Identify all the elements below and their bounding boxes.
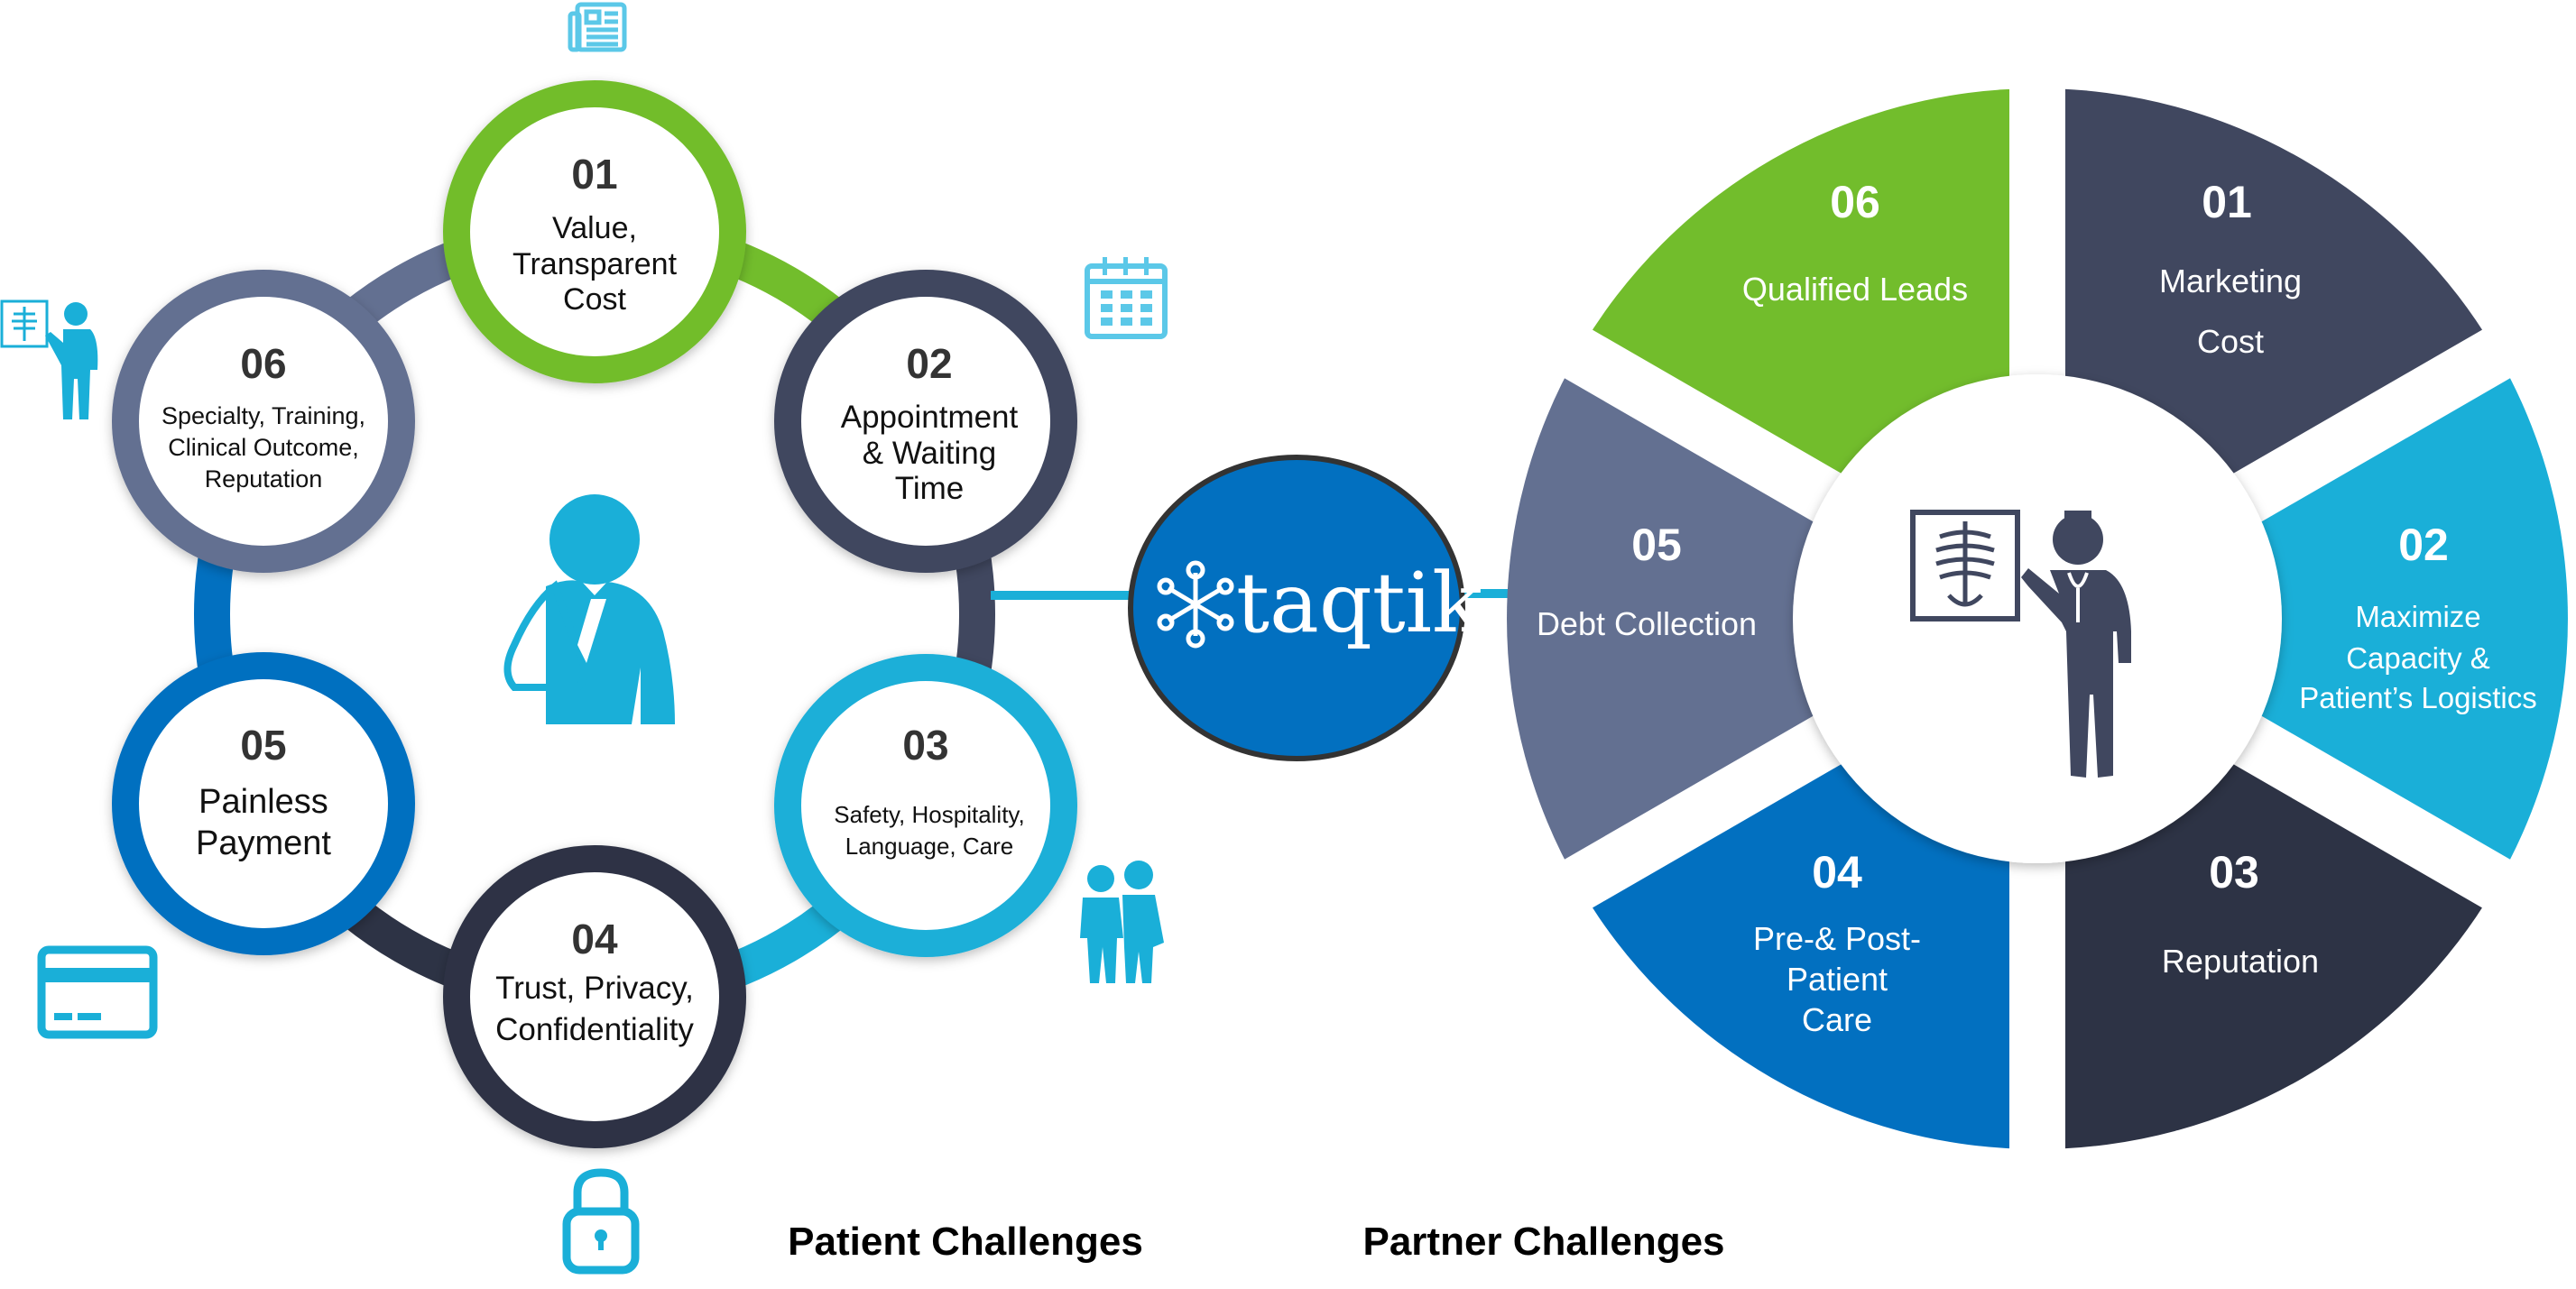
patient-item-number: 02: [906, 340, 952, 387]
partner-item-number: 04: [1812, 847, 1862, 898]
partner-item-label: Capacity &: [2346, 641, 2490, 675]
patient-item-05: [112, 652, 415, 955]
partner-item-label: Pre-& Post-: [1753, 920, 1921, 957]
partner-pie: [1507, 54, 2568, 1191]
patient-sling-icon: [503, 494, 675, 724]
partner-item-label: Care: [1802, 1001, 1872, 1038]
lock-icon: [562, 1168, 640, 1275]
patient-item-label: Payment: [196, 824, 331, 862]
newspaper-icon: [568, 2, 627, 52]
patient-item-label: Specialty, Training,: [162, 402, 365, 429]
patient-item-label: Appointment: [841, 400, 1019, 435]
partner-item-number: 01: [2202, 177, 2252, 227]
patient-item-02: [774, 270, 1077, 573]
partner-item-label: Patient’s Logistics: [2299, 681, 2537, 714]
patients-couple-icon: [1080, 861, 1164, 983]
patient-item-label: Cost: [563, 282, 626, 317]
partner-item-label: Debt Collection: [1537, 605, 1757, 642]
patient-item-01: [443, 80, 746, 383]
credit-card-icon: [37, 945, 158, 1039]
patient-item-number: 05: [240, 722, 286, 769]
partner-item-number: 06: [1830, 177, 1880, 227]
patient-challenges-title: Patient Challenges: [788, 1220, 1143, 1264]
partner-item-label: Maximize: [2355, 600, 2480, 633]
patient-item-label: Value,: [552, 211, 637, 245]
taqtik-logo: taqtik: [1128, 455, 1483, 761]
pie-center: [1793, 374, 2282, 863]
patient-item-number: 03: [902, 722, 948, 769]
calendar-icon: [1085, 257, 1168, 339]
partner-item-label: Qualified Leads: [1742, 271, 1968, 308]
partner-item-label: Reputation: [2162, 943, 2319, 980]
patient-item-number: 01: [571, 151, 617, 198]
partner-item-number: 05: [1631, 520, 1682, 570]
patient-item-06: [112, 270, 415, 573]
patient-item-number: 04: [571, 916, 618, 962]
patient-item-03: [774, 654, 1077, 957]
partner-segment-05: [1507, 354, 2037, 884]
patient-item-04: [443, 845, 746, 1148]
partner-item-number: 02: [2398, 520, 2449, 570]
doctor-xray-icon: [1910, 510, 2131, 778]
patient-item-label: Clinical Outcome,: [168, 434, 359, 461]
patient-item-label: Painless: [199, 783, 328, 821]
partner-item-number: 03: [2209, 847, 2259, 898]
partner-item-label: Marketing: [2159, 262, 2302, 299]
doctor-xray-icon: [0, 299, 98, 419]
patient-item-label: Language, Care: [845, 833, 1013, 860]
snowflake-logo-icon: [1157, 560, 1234, 649]
partner-item-label: Cost: [2197, 323, 2264, 360]
patient-item-label: Trust, Privacy,: [495, 971, 694, 1006]
logo-text: taqtik: [1236, 555, 1483, 651]
partner-challenges-title: Partner Challenges: [1362, 1220, 1724, 1264]
patient-item-label: Confidentiality: [495, 1012, 694, 1047]
patient-item-label: Safety, Hospitality,: [834, 801, 1024, 828]
patient-item-number: 06: [240, 340, 286, 387]
patient-item-label: & Waiting: [863, 436, 996, 471]
partner-item-label: Patient: [1787, 961, 1888, 998]
patient-item-label: Transparent: [512, 247, 678, 281]
patient-item-label: Reputation: [205, 465, 323, 493]
patient-item-label: Time: [895, 471, 964, 506]
partner-segment-02: [2037, 354, 2568, 884]
